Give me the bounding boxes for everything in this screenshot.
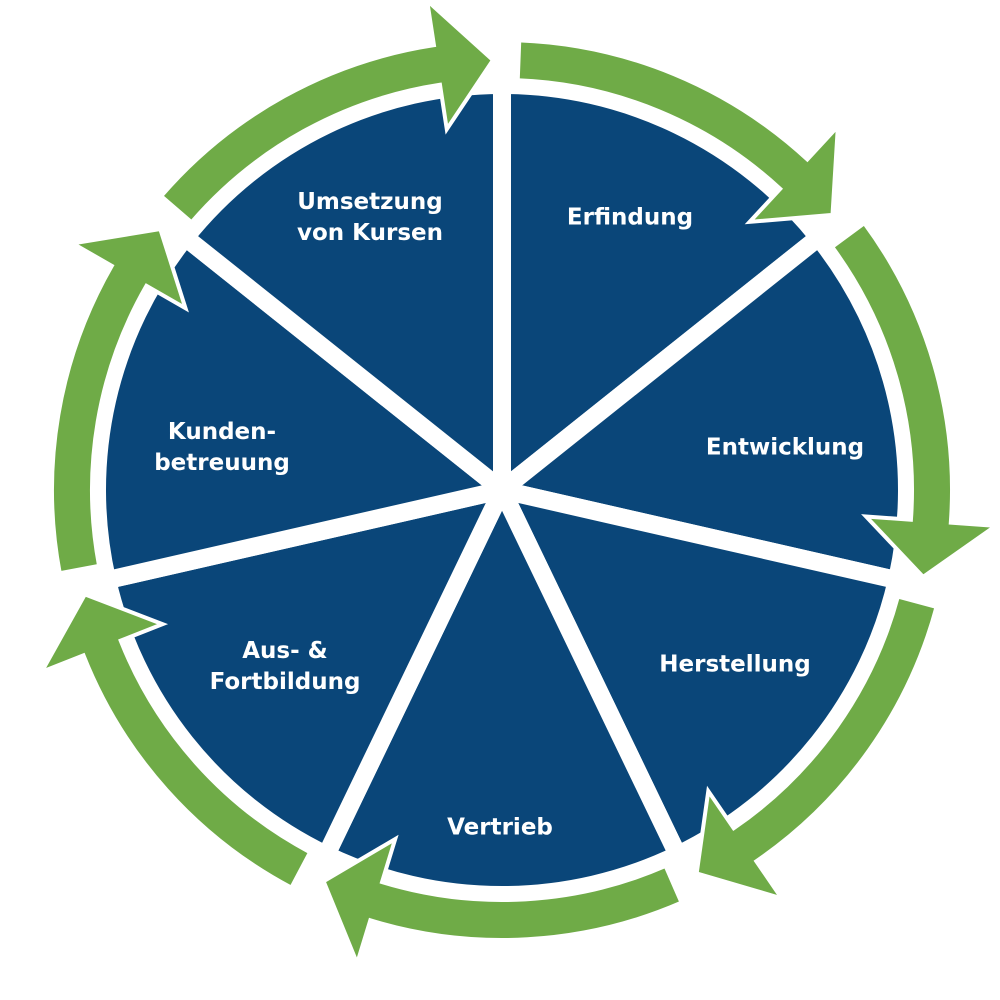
segment-label-erfindung: Erfindung xyxy=(566,204,694,231)
cycle-arrow-6 xyxy=(158,0,496,226)
segment-label-vertrieb: Vertrieb xyxy=(447,814,553,841)
cycle-arrow-1 xyxy=(829,220,1000,580)
segment-label-ausbildung: Aus- &Fortbildung xyxy=(209,638,361,695)
cycle-arrow-5 xyxy=(50,226,189,576)
cycle-arrow-3 xyxy=(321,834,685,970)
segment-label-herstellung: Herstellung xyxy=(659,651,811,678)
cycle-arrow-2 xyxy=(694,594,940,902)
cycle-arrow-4 xyxy=(37,591,313,891)
segment-label-kundenbetreuung: Kunden-betreuung xyxy=(154,419,290,476)
cycle-arrow-0 xyxy=(515,38,841,225)
segment-label-entwicklung: Entwicklung xyxy=(705,434,865,461)
